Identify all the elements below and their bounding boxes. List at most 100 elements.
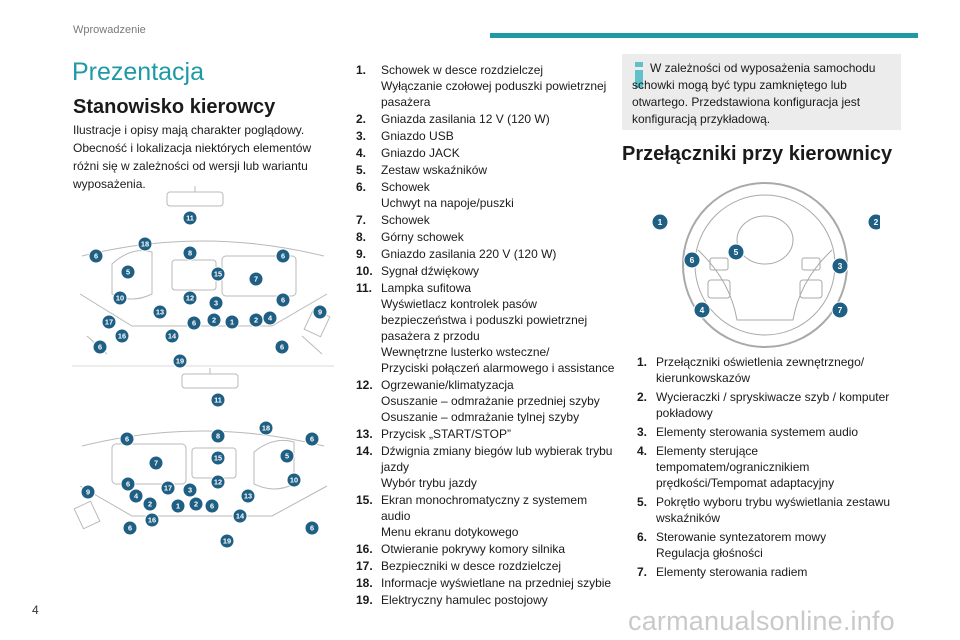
page-number: 4 (32, 603, 39, 617)
item-text: Schowek Uchwyt na napoje/puszki (381, 180, 514, 210)
callout-bottom-badge (279, 448, 295, 464)
callout-bottom-badge-label: 6 (125, 435, 129, 444)
callout-top-badge-label: 13 (156, 308, 164, 317)
item-text: Wycieraczki / spryskiwacze szyb / komput… (656, 390, 890, 420)
item-number: 7. (356, 213, 367, 227)
callout-bottom-badge (128, 488, 144, 504)
item-number: 6. (356, 180, 367, 194)
item-text: Gniazdo JACK (381, 146, 460, 160)
item-text: Elektryczny hamulec postojowy (381, 593, 548, 607)
callout-bottom-badge (122, 520, 138, 536)
callout-bottom-badge (120, 476, 136, 492)
callout-bottom-badge-label: 9 (86, 488, 90, 497)
callout-top-badge (208, 295, 224, 311)
list-item: 13.Przycisk „START/STOP” (356, 426, 618, 442)
list-item: 7.Elementy sterowania radiem (637, 564, 912, 580)
wheel-callout-badge (693, 301, 711, 319)
wheel-callout-badge-label: 2 (874, 217, 879, 227)
callout-bottom-badge (160, 480, 176, 496)
item-text: Przycisk „START/STOP” (381, 427, 512, 441)
callout-bottom-badge (210, 474, 226, 490)
callout-bottom-badge-label: 13 (244, 492, 252, 501)
item-text: Górny schowek (381, 230, 464, 244)
item-text: Schowek w desce rozdzielczej Wyłączanie … (381, 63, 607, 109)
list-item: 19.Elektryczny hamulec postojowy (356, 592, 618, 608)
callout-top-badge-label: 5 (126, 268, 130, 277)
callout-top-badge-label: 1 (230, 318, 234, 327)
callout-top-badge-label: 18 (141, 240, 149, 249)
callout-top-badge-label: 2 (212, 316, 216, 325)
item-number: 9. (356, 247, 367, 261)
item-text: Gniazda zasilania 12 V (120 W) (381, 112, 550, 126)
list-item: 5.Zestaw wskaźników (356, 162, 618, 178)
callout-bottom-badge (286, 472, 302, 488)
callout-top-badge (262, 310, 278, 326)
info-text: W zależności od wyposażenia samochodu sc… (632, 61, 876, 126)
callout-top-badge-label: 6 (281, 252, 285, 261)
item-text: Sygnał dźwiękowy (381, 264, 480, 278)
callout-top-badge-label: 11 (186, 214, 194, 223)
item-number: 4. (356, 146, 367, 160)
callout-bottom-badge (144, 512, 160, 528)
callout-bottom-badge (219, 533, 235, 549)
item-number: 11. (356, 281, 373, 295)
callout-top-badge-label: 3 (214, 299, 218, 308)
callout-top-badge-label: 9 (318, 308, 322, 317)
item-text: Gniazdo USB (381, 129, 454, 143)
list-item: 2. Wycieraczki / spryskiwacze szyb / komp… (637, 389, 912, 421)
callout-top-badge (182, 210, 198, 226)
list-item: 6. Schowek Uchwyt na napoje/puszki (356, 179, 618, 211)
item-text: Przełączniki oświetlenia zewnętrznego/ k… (656, 355, 865, 385)
callout-bottom-badge-label: 15 (214, 454, 222, 463)
item-number: 1. (356, 63, 367, 77)
item-text: Bezpieczniki w desce rozdzielczej (381, 559, 562, 573)
callout-top-badge (137, 236, 153, 252)
dashboard-items-list: 1. Schowek w desce rozdzielczej Wyłączani… (356, 62, 618, 609)
callout-bottom-badge-label: 12 (214, 478, 222, 487)
list-item: 1.Przełączniki oświetlenia zewnętrznego/… (637, 354, 912, 386)
callout-bottom-badge (142, 496, 158, 512)
list-item: 3.Elementy sterowania systemem audio (637, 424, 912, 440)
callout-bottom-badge-label: 6 (128, 524, 132, 533)
item-number: 2. (637, 390, 648, 404)
info-box: W zależności od wyposażenia samochodu sc… (622, 54, 901, 130)
wheel-callout-badge-label: 7 (838, 305, 843, 315)
item-text: Zestaw wskaźników (381, 163, 488, 177)
watermark: carmanualsonline.info (628, 606, 895, 636)
callout-bottom-badge-label: 2 (148, 500, 152, 509)
callout-top-badge (186, 315, 202, 331)
wheel-callout-badge (651, 213, 669, 231)
callout-top-badge-label: 2 (254, 316, 258, 325)
callout-bottom-badge (188, 496, 204, 512)
item-number: 17. (356, 559, 373, 573)
callout-bottom-badge-label: 6 (126, 480, 130, 489)
item-text: Otwieranie pokrywy komory silnika (381, 542, 566, 556)
callout-top-badge (112, 290, 128, 306)
list-item: 2.Gniazda zasilania 12 V (120 W) (356, 111, 618, 127)
callout-bottom-badge-label: 1 (176, 502, 180, 511)
callout-top-badge (172, 353, 188, 369)
callout-top-badge (152, 304, 168, 320)
item-number: 16. (356, 542, 373, 556)
info-icon (635, 62, 643, 88)
callout-bottom-badge-label: 6 (310, 435, 314, 444)
callout-bottom-badge (119, 431, 135, 447)
list-item: 4.Elementy sterujące tempomatem/ogranicz… (637, 443, 912, 491)
callout-top-badge-label: 14 (168, 332, 177, 341)
callout-bottom-badge-label: 10 (290, 476, 298, 485)
callout-top-badge (275, 292, 291, 308)
callout-bottom-badge-label: 11 (214, 396, 222, 405)
callout-bottom-badge (170, 498, 186, 514)
callout-top-badge (182, 290, 198, 306)
list-item: 5.Pokrętło wyboru trybu wyświetlania zes… (637, 494, 912, 526)
callout-bottom-badge-label: 18 (262, 424, 270, 433)
wheel-callout-badge-label: 1 (658, 217, 663, 227)
list-item: 15.Ekran monochromatyczny z systemem aud… (356, 492, 618, 540)
page-title: Prezentacja (72, 58, 205, 86)
callout-bottom-badge (210, 450, 226, 466)
item-number: 18. (356, 576, 373, 590)
item-text: Elementy sterujące tempomatem/ograniczni… (656, 444, 835, 490)
wheel-callout-badge (831, 257, 849, 275)
item-text: Gniazdo zasilania 220 V (120 W) (381, 247, 557, 261)
